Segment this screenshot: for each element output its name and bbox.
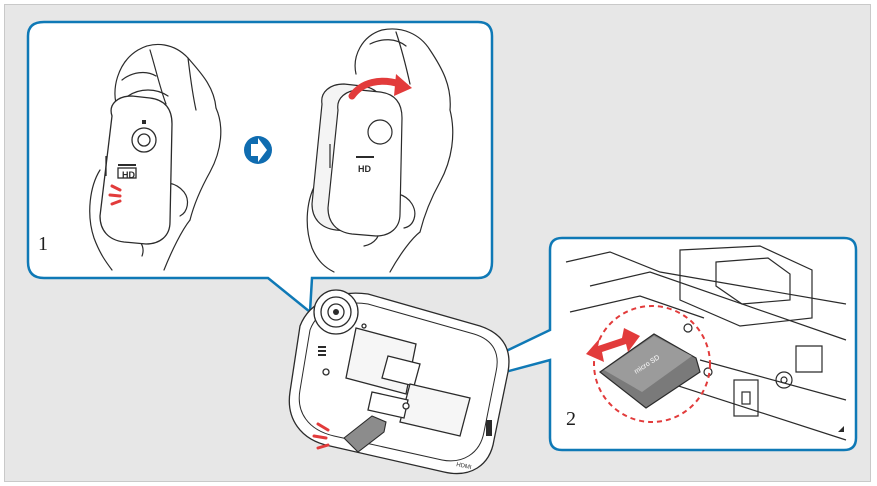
hd-badge-1: HD <box>122 170 135 180</box>
callout-step-1 <box>28 22 492 312</box>
camcorder-back-cover-2 <box>312 84 402 236</box>
step-number-1: 1 <box>38 234 48 254</box>
circle-arrow-right-icon <box>244 136 272 164</box>
step-number-2: 2 <box>566 409 576 429</box>
hd-badge-2: HD <box>358 164 371 174</box>
